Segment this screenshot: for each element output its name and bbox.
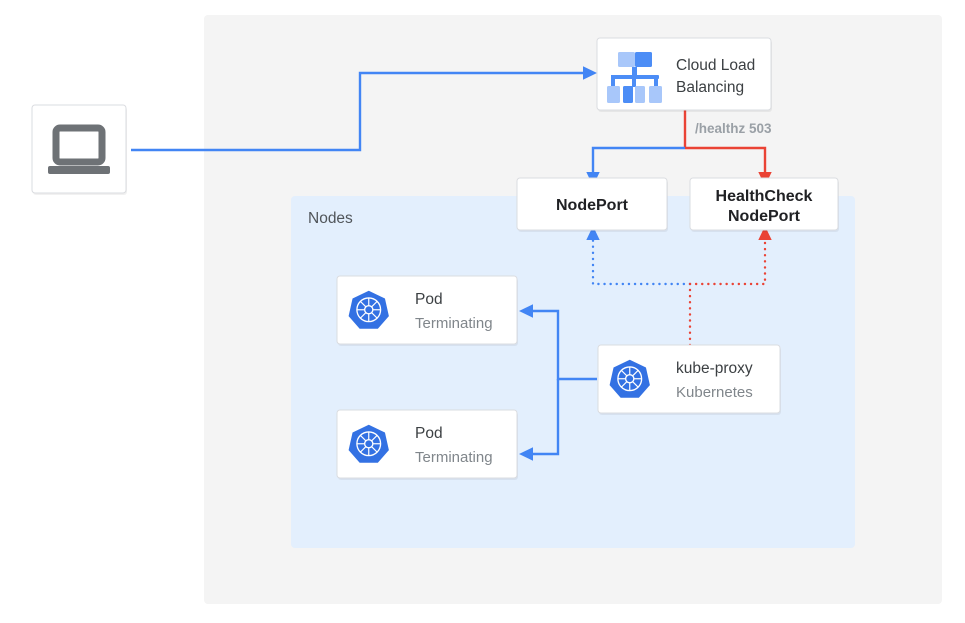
kube-proxy-subtitle: Kubernetes xyxy=(676,384,753,401)
pod-one-subtitle: Terminating xyxy=(415,315,493,332)
kube-proxy-title: kube-proxy xyxy=(676,360,753,377)
nodeport-node[interactable]: NodePort xyxy=(516,177,668,232)
pod-two-node[interactable]: Pod Terminating xyxy=(336,409,518,480)
healthcheck-nodeport-title-line2: NodePort xyxy=(728,208,801,225)
nodes-panel-label: Nodes xyxy=(308,210,353,227)
pod-two-subtitle: Terminating xyxy=(415,449,493,466)
laptop-icon xyxy=(48,124,110,174)
edge-label-healthz: /healthz 503 xyxy=(695,121,772,136)
kube-proxy-node[interactable]: kube-proxy Kubernetes xyxy=(597,344,781,415)
nodeport-title: NodePort xyxy=(556,197,629,214)
edge-client-to-load-balancer xyxy=(131,66,597,152)
kubernetes-icon xyxy=(348,290,389,329)
edge-kubeproxy-to-healthcheck-nodeport xyxy=(688,226,772,347)
pod-one-title: Pod xyxy=(415,291,443,308)
kubernetes-icon xyxy=(348,424,389,463)
pod-one-node[interactable]: Pod Terminating xyxy=(336,275,518,346)
edge-kubeproxy-to-nodeport xyxy=(586,226,692,286)
client-node[interactable] xyxy=(31,104,127,195)
load-balancer-title-line2: Balancing xyxy=(676,79,744,96)
pod-two-title: Pod xyxy=(415,425,443,442)
load-balancer-node[interactable]: Cloud Load Balancing xyxy=(596,37,772,112)
healthcheck-nodeport-node[interactable]: HealthCheck NodePort xyxy=(689,177,839,232)
cloud-load-balancing-icon xyxy=(607,52,662,103)
healthcheck-nodeport-title-line1: HealthCheck xyxy=(716,188,813,205)
load-balancer-title-line1: Cloud Load xyxy=(676,57,755,74)
edge-kubeproxy-to-pods xyxy=(519,304,597,461)
kubernetes-icon xyxy=(609,359,650,398)
